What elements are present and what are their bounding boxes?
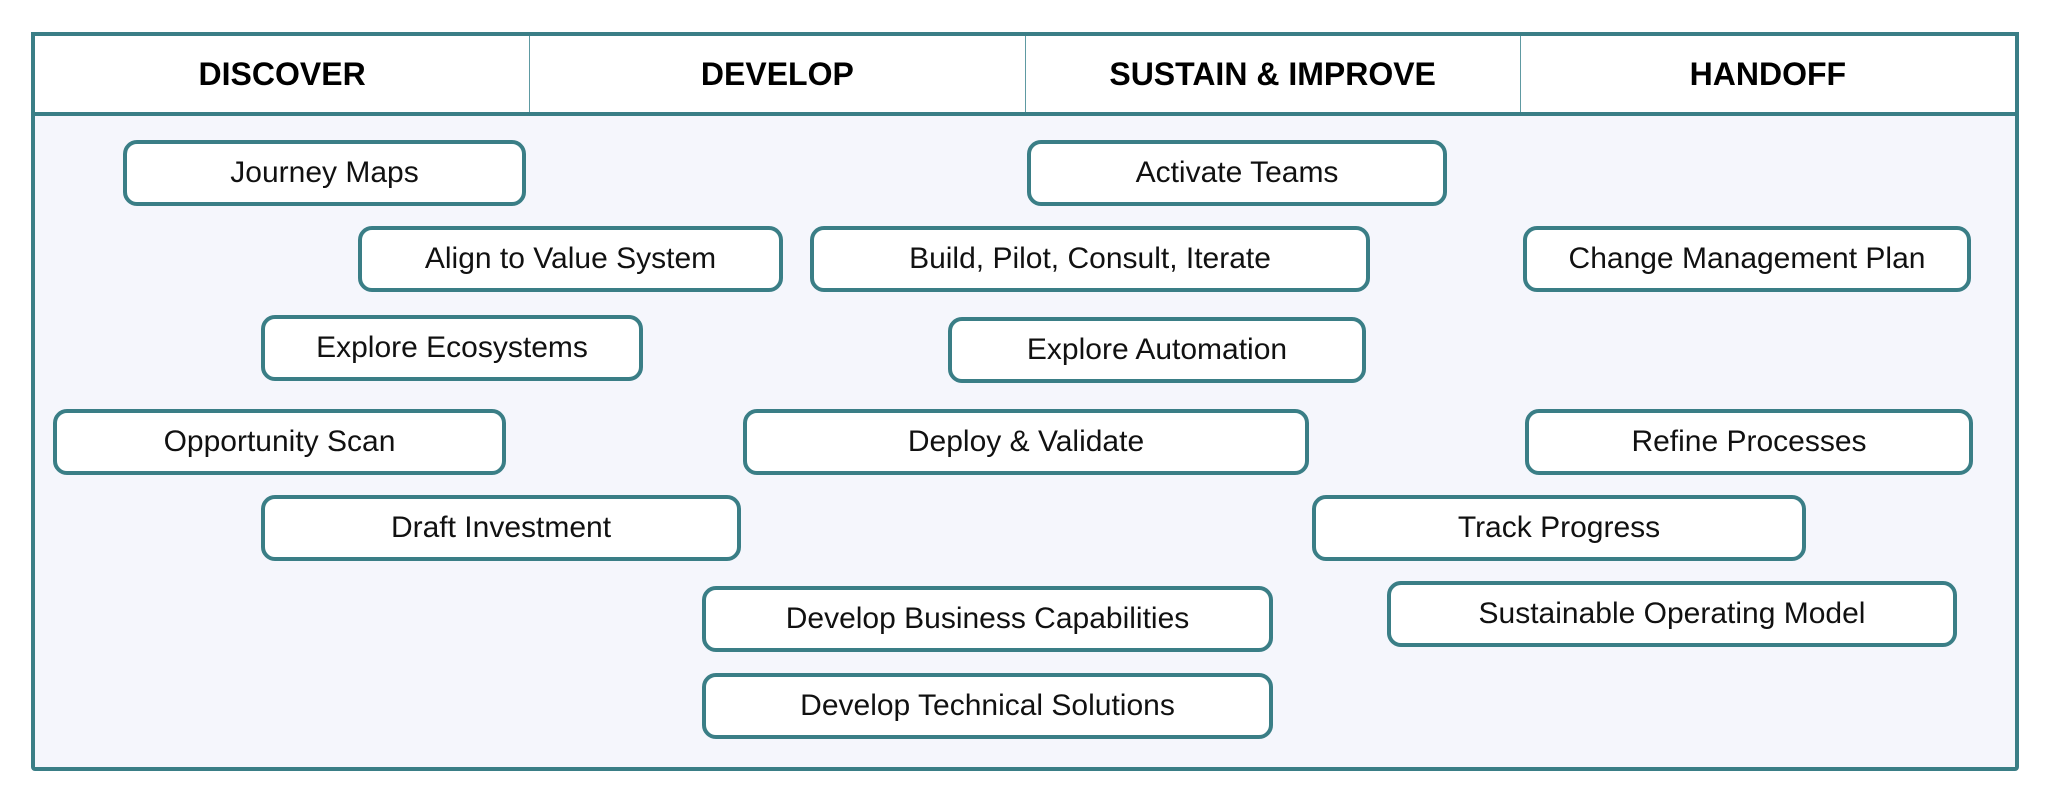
activity-journey-maps: Journey Maps (123, 140, 526, 206)
activity-change-management-plan: Change Management Plan (1523, 226, 1971, 292)
activity-deploy-validate: Deploy & Validate (743, 409, 1309, 475)
phase-handoff: HANDOFF (1689, 55, 1847, 92)
activity-build-pilot-consult-iterate: Build, Pilot, Consult, Iterate (810, 226, 1370, 292)
phase-header: DISCOVER DEVELOP SUSTAIN & IMPROVE HANDO… (31, 32, 2019, 116)
phase-sustain-improve: SUSTAIN & IMPROVE (1026, 36, 1521, 112)
activity-sustainable-operating-model: Sustainable Operating Model (1387, 581, 1957, 647)
activity-activate-teams: Activate Teams (1027, 140, 1447, 206)
activity-refine-processes: Refine Processes (1525, 409, 1973, 475)
phase-discover: DISCOVER (35, 36, 531, 112)
activity-develop-business-capabilities: Develop Business Capabilities (702, 586, 1273, 652)
activity-align-value-system: Align to Value System (358, 226, 783, 292)
activity-opportunity-scan: Opportunity Scan (53, 409, 506, 475)
activity-explore-ecosystems: Explore Ecosystems (261, 315, 643, 381)
activity-develop-technical-solutions: Develop Technical Solutions (702, 673, 1273, 739)
activity-draft-investment: Draft Investment (261, 495, 741, 561)
phase-develop: DEVELOP (530, 36, 1026, 112)
activity-explore-automation: Explore Automation (948, 317, 1366, 383)
activity-track-progress: Track Progress (1312, 495, 1806, 561)
